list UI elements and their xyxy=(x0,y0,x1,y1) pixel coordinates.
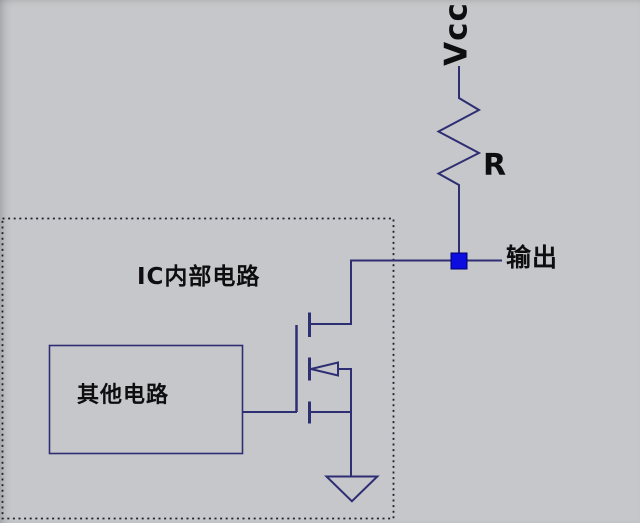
mosfet-source-wire xyxy=(308,411,352,477)
other-circuit-label: 其他电路 xyxy=(77,383,170,408)
ic-boundary-dashed-box xyxy=(1,217,395,520)
pullup-resistor xyxy=(436,66,482,262)
output-node xyxy=(450,252,468,270)
resistor-label: R xyxy=(483,148,507,183)
ic-internal-label: IC内部电路 xyxy=(137,264,261,290)
ground-symbol xyxy=(324,475,380,503)
output-label: 输出 xyxy=(506,243,559,272)
nmos-transistor xyxy=(242,261,352,477)
mosfet-drain-wire xyxy=(308,261,352,325)
mosfet-body-tie xyxy=(337,368,352,413)
vcc-label: Vcc xyxy=(438,2,475,66)
mosfet-body-arrow xyxy=(310,361,339,377)
other-circuit-box xyxy=(48,344,244,455)
